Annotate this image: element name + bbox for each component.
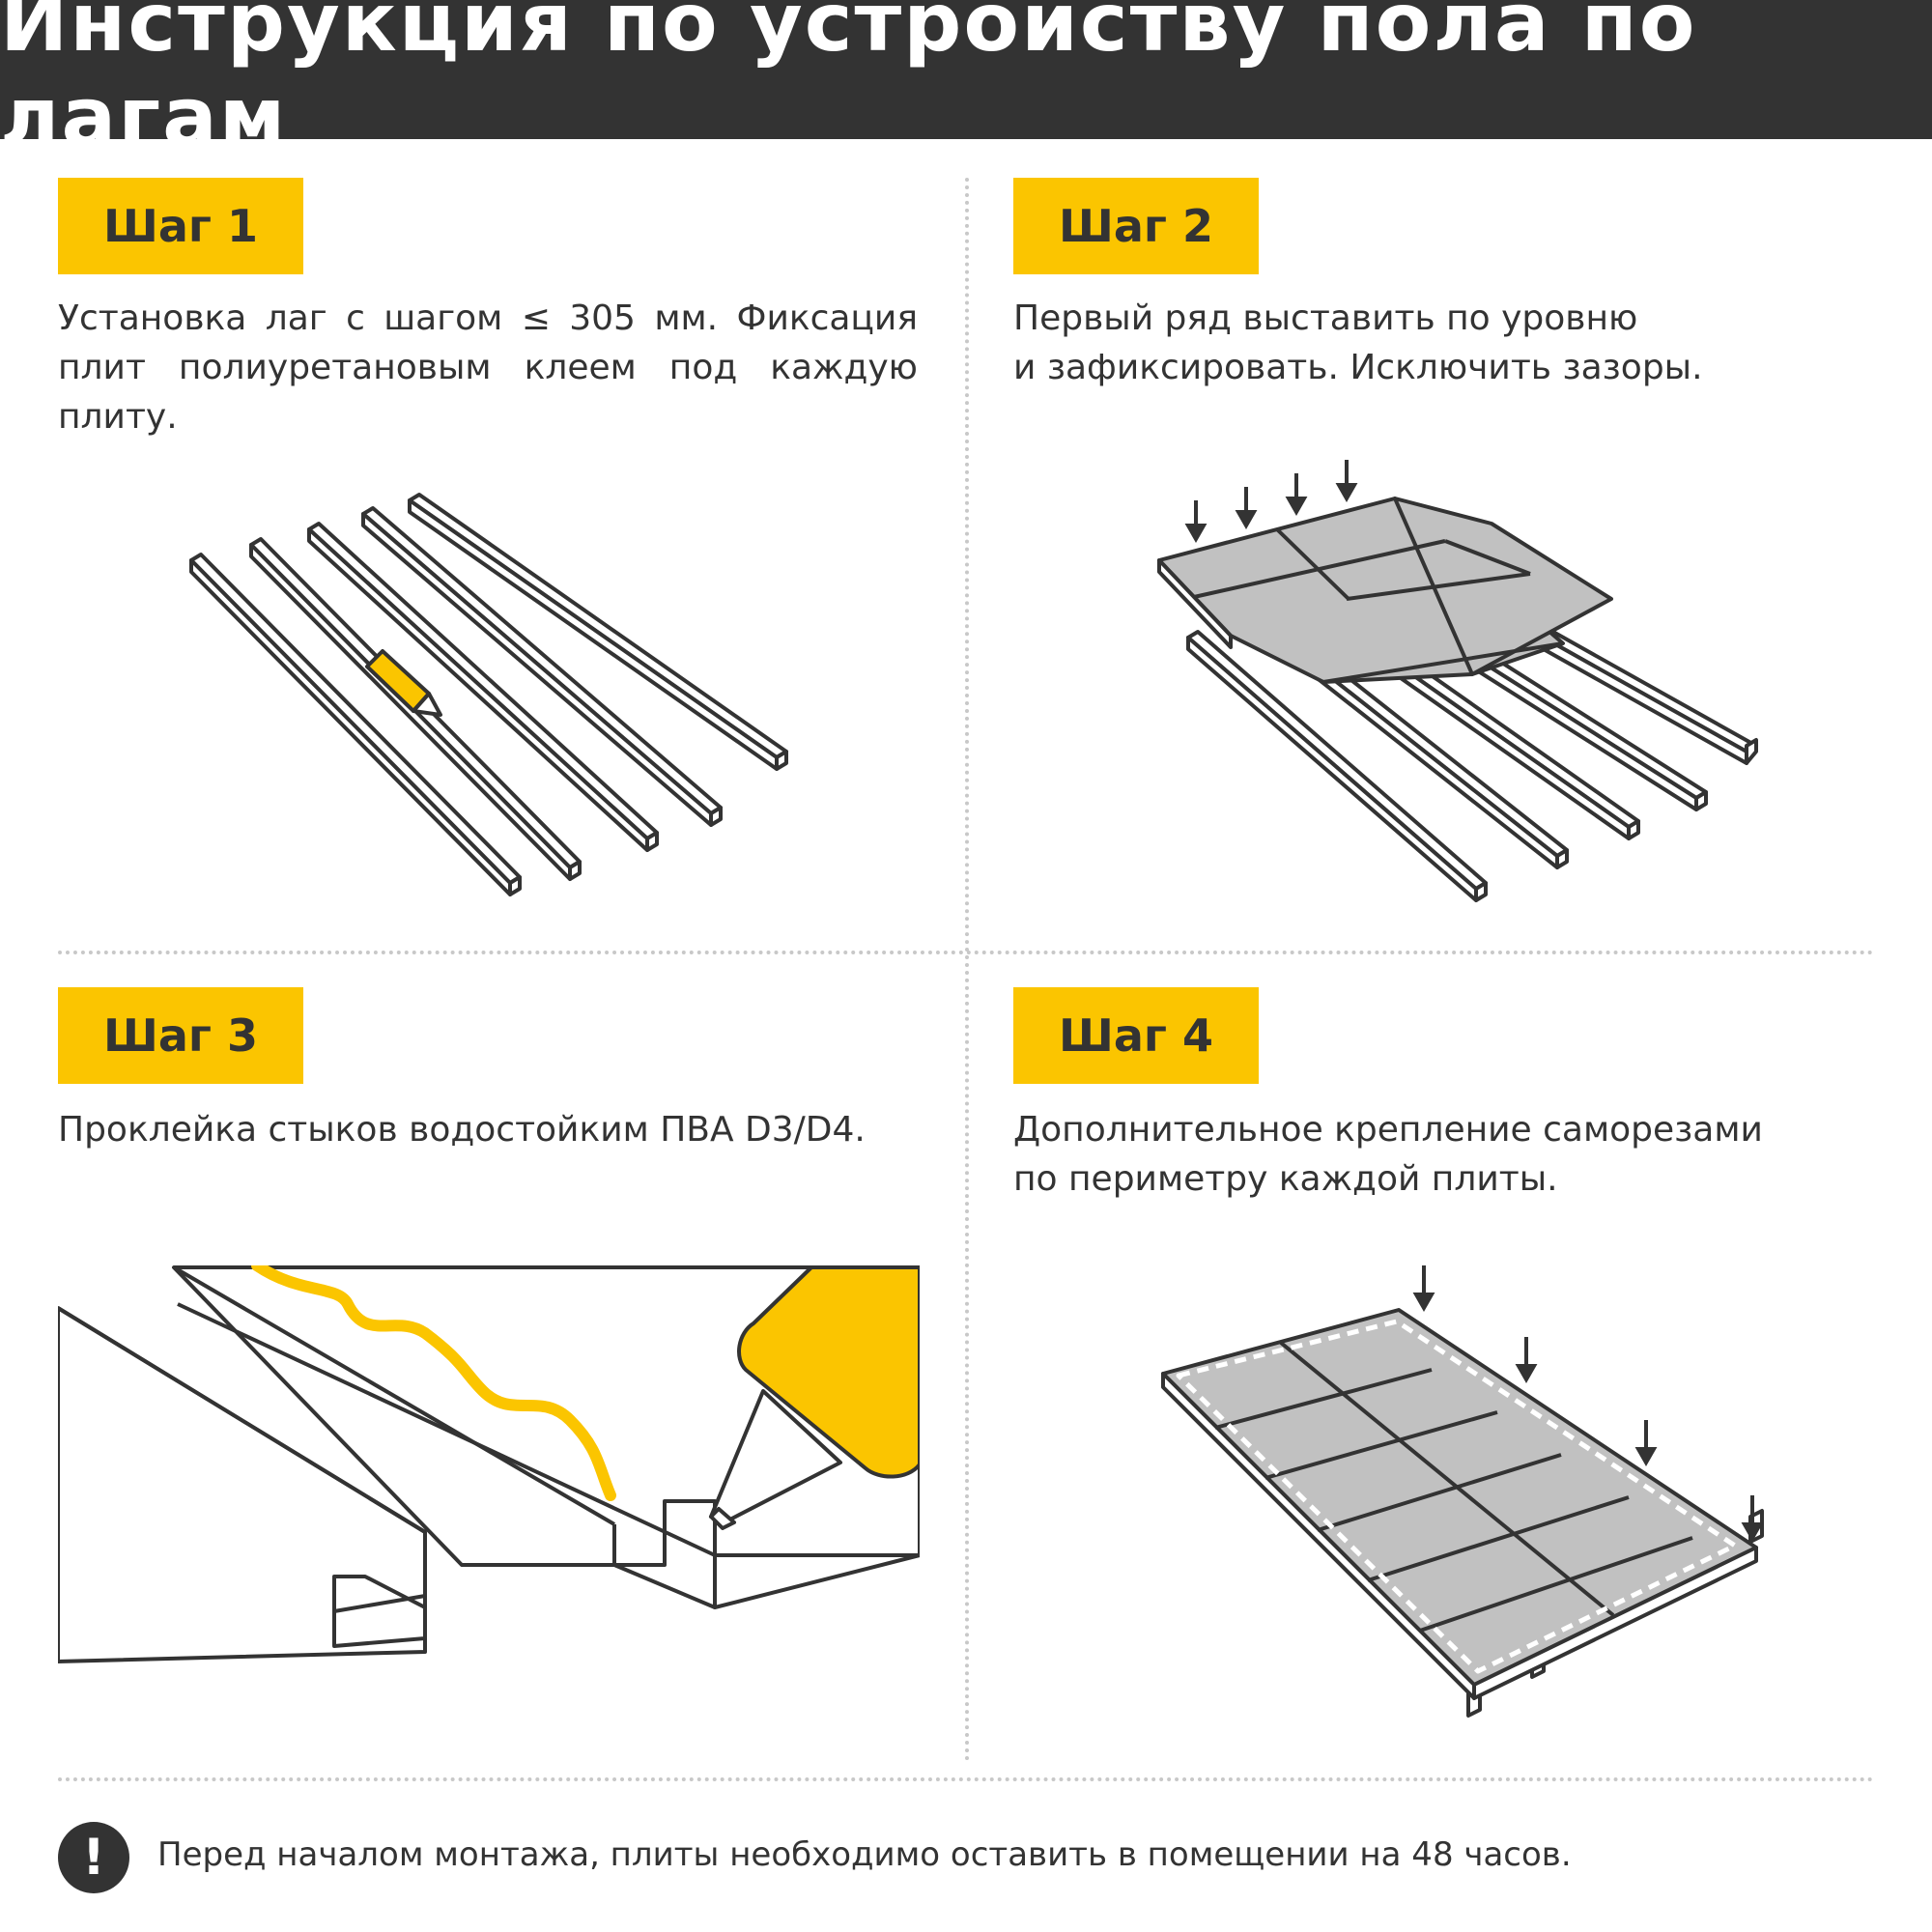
step-2-label: Шаг 2 xyxy=(1059,200,1213,252)
step-2-text-line1: Первый ряд выставить по уровню xyxy=(1013,298,1638,338)
exclamation-glyph: ! xyxy=(82,1829,105,1887)
step-1-text: Установка лаг с шагом ≤ 305 мм. Фиксация… xyxy=(58,298,918,437)
exclamation-icon: ! xyxy=(58,1822,129,1893)
step-1-label: Шаг 1 xyxy=(103,200,258,252)
step-3-illustration xyxy=(58,1265,920,1663)
step-2-text: Первый ряд выставить по уровню и зафикси… xyxy=(1013,294,1863,392)
step-4-text: Дополнительное крепление саморезами по п… xyxy=(1013,1105,1863,1204)
press-arrows-icon xyxy=(1184,460,1358,544)
step-3-text: Проклейка стыков водостойким ПВА D3/D4. xyxy=(58,1110,866,1150)
step-2-text-line2: и зафиксировать. Исключить зазоры. xyxy=(1013,348,1703,387)
glue-bottle-icon xyxy=(709,1265,920,1530)
step-4-badge: Шаг 4 xyxy=(1013,987,1259,1084)
vertical-divider xyxy=(965,178,969,1762)
step-4-text-line2: по периметру каждой плиты. xyxy=(1013,1159,1558,1199)
step-1-illustration xyxy=(189,493,788,896)
horizontal-divider-middle xyxy=(58,951,1874,954)
step-2-illustration xyxy=(1157,460,1758,902)
step-2-badge: Шаг 2 xyxy=(1013,178,1259,274)
glue-line-icon xyxy=(251,1265,616,1501)
horizontal-divider-bottom xyxy=(58,1777,1874,1781)
step-4-text-line1: Дополнительное крепление саморезами xyxy=(1013,1110,1763,1150)
header-bar: Инструкция по устройству пола по лагам xyxy=(0,0,1932,164)
step-1-badge: Шаг 1 xyxy=(58,178,303,274)
glue-tube-icon xyxy=(365,649,442,717)
step-4-label: Шаг 4 xyxy=(1059,1009,1213,1062)
step-3-badge: Шаг 3 xyxy=(58,987,303,1084)
screw-arrows-icon xyxy=(1412,1265,1764,1543)
footer-note: Перед началом монтажа, плиты необходимо … xyxy=(157,1835,1572,1874)
step-3-label: Шаг 3 xyxy=(103,1009,258,1062)
page-title: Инструкция по устройству пола по лагам xyxy=(0,0,1697,164)
step-4-illustration xyxy=(1161,1265,1764,1718)
